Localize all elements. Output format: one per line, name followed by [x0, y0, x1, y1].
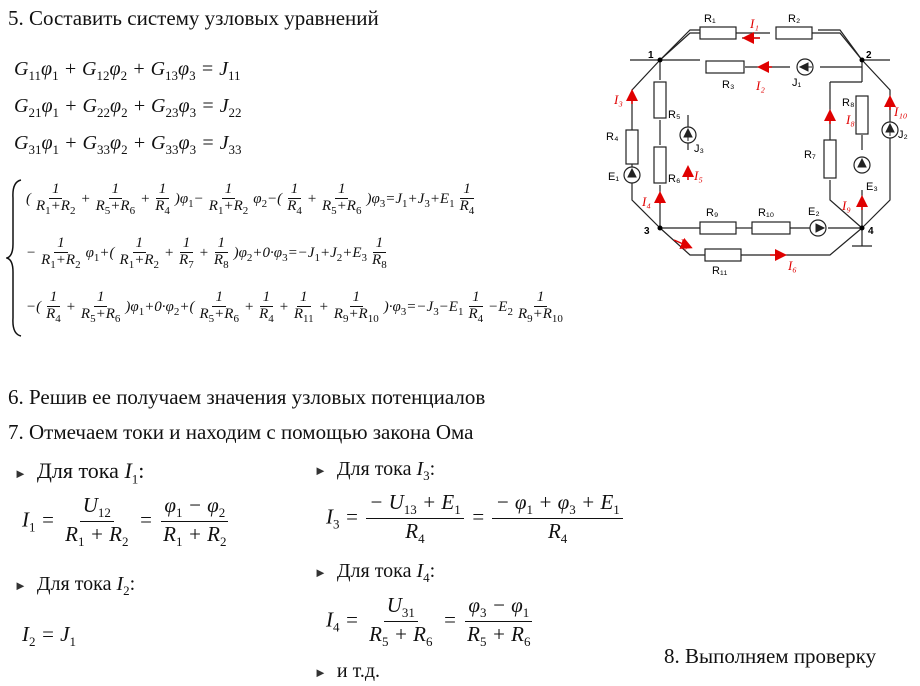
svg-text:R₂: R₂ [788, 13, 800, 25]
svg-text:R₁₀: R₁₀ [758, 207, 774, 219]
resistor-r5 [653, 81, 667, 119]
svg-text:I₃: I₃ [613, 92, 623, 107]
svg-text:2: 2 [866, 50, 872, 61]
svg-text:E₁: E₁ [608, 171, 619, 183]
svg-text:I₉: I₉ [841, 198, 851, 213]
svg-text:R₅: R₅ [668, 109, 680, 121]
resistor-r11 [704, 248, 742, 262]
svg-text:E₃: E₃ [866, 181, 878, 193]
resistor-r6 [653, 146, 667, 184]
svg-text:R₉: R₉ [706, 207, 718, 219]
bullet-etc: ►и т.д. [314, 660, 380, 682]
step8-text: 8. Выполняем проверку [664, 644, 877, 668]
bullet-current-i2: ►Для тока I2: [14, 573, 136, 598]
svg-text:3: 3 [644, 226, 650, 237]
svg-text:J₃: J₃ [694, 143, 704, 155]
svg-text:R₇: R₇ [804, 149, 816, 161]
resistor-r9 [699, 221, 737, 235]
system-brace [6, 179, 22, 337]
step7-text: 7. Отмечаем токи и находим с помощью зак… [8, 420, 474, 444]
resistor-r1 [699, 26, 737, 40]
circuit-diagram: 1 2 3 4 R₁ R₂ R₃ R₄ R₅ R₆ R₇ R₈ R₉ R₁₀ R₁₁ J₁ J₂… [606, 13, 908, 277]
svg-text:I₄: I₄ [641, 194, 651, 209]
svg-text:I₈: I₈ [845, 112, 855, 127]
bullet-current-i1: ►Для тока I1: [14, 458, 145, 487]
svg-text:R₃: R₃ [722, 79, 734, 91]
resistor-r7 [823, 139, 837, 179]
svg-text:I₁₀: I₁₀ [893, 104, 907, 119]
nodal-equation-3: G31φ1 + G33φ2 + G33φ3 = J33 [14, 132, 242, 157]
svg-text:E₂: E₂ [808, 206, 820, 218]
svg-text:R₁₁: R₁₁ [712, 265, 728, 277]
bullet-arrow-icon: ► [314, 565, 327, 580]
bullet-current-i4: ►Для тока I4: [314, 560, 436, 585]
svg-text:I₆: I₆ [787, 258, 797, 273]
resistor-r4 [625, 129, 639, 165]
bullet-arrow-icon: ► [314, 665, 327, 680]
bullet-arrow-icon: ► [14, 466, 27, 481]
svg-text:I₂: I₂ [755, 78, 765, 93]
bullet-arrow-icon: ► [314, 463, 327, 478]
bullet-arrow-icon: ► [14, 578, 27, 593]
resistor-r2 [775, 26, 813, 40]
svg-text:R₄: R₄ [606, 131, 619, 143]
svg-text:J₂: J₂ [898, 129, 908, 141]
svg-text:4: 4 [868, 226, 874, 237]
svg-text:I₁: I₁ [749, 16, 759, 31]
svg-text:J₁: J₁ [792, 77, 802, 89]
formula-i2: I2 = J1 [22, 622, 76, 650]
nodal-equation-1: G11φ1 + G12φ2 + G13φ3 = J11 [14, 58, 241, 83]
bullet-current-i3: ►Для тока I3: [314, 458, 436, 483]
resistor-r10 [751, 221, 791, 235]
resistor-r3 [705, 60, 745, 74]
svg-text:R₈: R₈ [842, 97, 855, 109]
svg-text:R₁: R₁ [704, 13, 716, 25]
resistor-r8 [855, 95, 869, 135]
svg-text:R₆: R₆ [668, 173, 680, 185]
svg-text:1: 1 [648, 50, 654, 61]
step6-text: 6. Решив ее получаем значения узловых по… [8, 385, 486, 409]
step5-heading: 5. Составить систему узловых уравнений [8, 6, 379, 30]
svg-text:I₅: I₅ [693, 168, 703, 183]
nodal-equation-2: G21φ1 + G22φ2 + G23φ3 = J22 [14, 95, 242, 120]
